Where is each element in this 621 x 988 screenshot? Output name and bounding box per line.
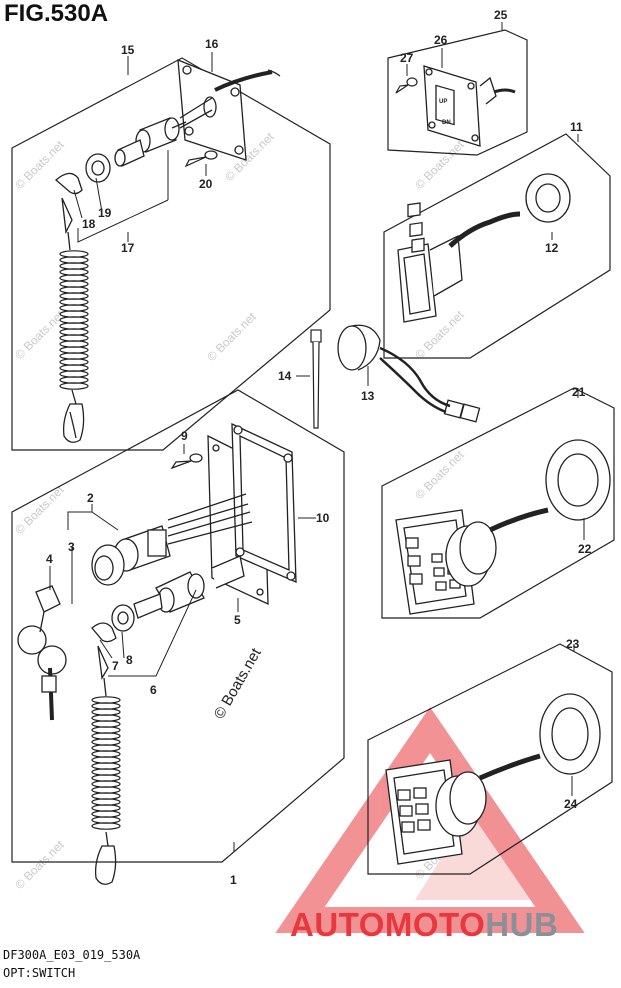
callout-20: 20	[199, 177, 213, 191]
callout-16: 16	[205, 37, 219, 51]
watermark-text: © Boats.net	[211, 645, 265, 722]
nut-12	[525, 173, 571, 223]
callout-10: 10	[316, 511, 330, 525]
callout-25: 25	[494, 8, 508, 22]
ignition-key-switch-2	[91, 493, 253, 586]
key-4	[17, 585, 67, 721]
watermark-text: © Boats.net	[12, 137, 67, 192]
switch-dn-label: DN	[442, 120, 451, 126]
callout-4: 4	[46, 552, 53, 566]
group-25-frame	[387, 29, 528, 156]
snap-hook-lower	[94, 831, 117, 885]
watermark-text: © Boats.net	[12, 307, 67, 362]
callout-2: 2	[87, 491, 94, 505]
snap-hook-upper	[62, 389, 85, 443]
callout-21: 21	[572, 385, 586, 399]
coil-cord-lower	[91, 696, 121, 830]
trim-switch-26	[423, 65, 516, 147]
leader-lines-21	[577, 388, 585, 540]
group-11-frame	[383, 133, 611, 359]
group-21-frame	[381, 387, 615, 619]
callout-6: 6	[150, 683, 157, 697]
callout-22: 22	[578, 542, 592, 556]
stop-switch-6	[111, 555, 245, 632]
coil-loop	[91, 822, 121, 830]
callout-26: 26	[434, 33, 448, 47]
callout-23: 23	[566, 637, 580, 651]
group-1-frame	[11, 389, 345, 863]
callout-1: 1	[230, 873, 237, 887]
callout-5: 5	[234, 613, 241, 627]
watermark-text: © Boats.net	[204, 309, 259, 364]
callout-8: 8	[126, 653, 133, 667]
control-panel-23	[385, 753, 541, 865]
watermark-text: © Boats.net	[12, 837, 67, 892]
callout-labels: 1 2 3 4 5 6 7 8 9 10 11 12 13 14 15 16 1…	[46, 8, 592, 887]
nut-24	[539, 693, 601, 775]
callout-7: 7	[112, 659, 119, 673]
coil-loop	[59, 382, 89, 390]
callout-24: 24	[564, 797, 578, 811]
cable-tie-14	[310, 329, 322, 429]
leader-lines-15	[73, 52, 213, 243]
coil-cord-upper	[59, 250, 89, 390]
brand-part-1: AUTOMOTO	[290, 906, 486, 943]
lanyard-cord-lower	[91, 622, 117, 697]
watermark-text: © Boats.net	[412, 447, 467, 502]
brand-logo-triangle	[275, 706, 585, 933]
control-panel-21	[395, 507, 549, 615]
leader-lines-25	[406, 22, 503, 76]
gasket-10	[231, 422, 297, 584]
callout-3: 3	[68, 540, 75, 554]
nut-22	[545, 439, 611, 521]
brand-watermark: AUTOMOTOHUB	[290, 906, 558, 944]
group-15-frame	[11, 57, 331, 451]
callout-27: 27	[400, 51, 414, 65]
watermark-text: © Boats.net	[12, 482, 67, 537]
leader-lines-1	[49, 444, 316, 852]
figure-title: FIG.530A	[4, 0, 109, 27]
screw-9	[170, 453, 203, 470]
callout-14: 14	[278, 369, 292, 383]
harness-13	[337, 324, 481, 423]
callout-12: 12	[545, 241, 559, 255]
callout-17: 17	[121, 241, 135, 255]
group-23-frame	[367, 643, 613, 875]
brand-part-2: HUB	[485, 906, 559, 943]
callout-18: 18	[82, 217, 96, 231]
stop-switch-17	[85, 117, 187, 183]
callout-19: 19	[98, 206, 112, 220]
callout-9: 9	[181, 429, 188, 443]
leader-lines-13-14	[296, 366, 369, 386]
callout-15: 15	[121, 43, 135, 57]
leader-lines-23	[571, 644, 575, 796]
footer-code: DF300A_E03_019_530A	[3, 948, 141, 962]
footer-caption: OPT:SWITCH	[3, 966, 76, 980]
lanyard-cord-upper	[55, 172, 83, 251]
switch-up-label: UP	[439, 99, 447, 105]
screw-27	[395, 77, 418, 94]
bracket-plate-16	[177, 59, 281, 161]
watermark-text: © Boats.net	[412, 137, 467, 192]
callout-11: 11	[570, 120, 583, 134]
leader-lines-11	[551, 134, 579, 240]
switch-panel-11	[397, 202, 521, 323]
callout-13: 13	[361, 389, 375, 403]
screw-20	[184, 150, 218, 168]
